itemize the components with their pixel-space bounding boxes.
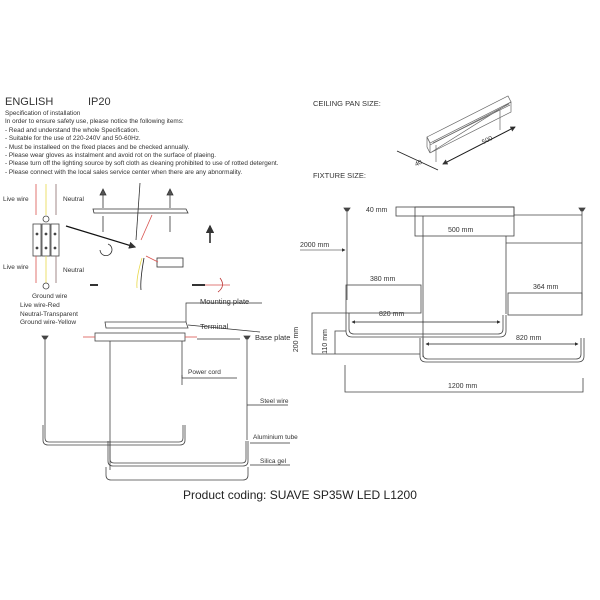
ceiling-pan-dimension-lines xyxy=(396,126,516,171)
aluminium-tube-label: Aluminium tube xyxy=(253,434,298,441)
product-coding: Product coding: SUAVE SP35W LED L1200 xyxy=(183,488,417,502)
dim-drop: 2000 mm xyxy=(300,242,330,249)
ceiling-pan-title: CEILING PAN SIZE: xyxy=(313,99,381,108)
live-wire-bottom-label: Live wire xyxy=(3,264,29,271)
dim-left-offset: 380 mm xyxy=(370,276,396,283)
specification-block: Specification of installation In order t… xyxy=(5,110,278,177)
dim-loop-right: 820 mm xyxy=(516,335,542,342)
power-cord-label: Power cord xyxy=(188,369,221,376)
mounting-plate-label: Mounting plate xyxy=(200,297,250,306)
dim-pan-height: 40 mm xyxy=(366,207,388,214)
spec-item: - Suitable for the use of 220-240V and 5… xyxy=(5,135,141,143)
wire-color-legend: Live wire-Red Neutral-Transparent Ground… xyxy=(20,302,78,328)
fixture-size-title: FIXTURE SIZE: xyxy=(313,171,366,180)
terminal-block xyxy=(32,184,137,290)
dim-total-length: 1200 mm xyxy=(448,383,478,390)
legend-live: Live wire-Red xyxy=(20,302,60,309)
spec-title: Specification of installation xyxy=(5,110,81,117)
spec-item: - Must be installeed on the fixed places… xyxy=(5,143,190,151)
fixture-drawing xyxy=(311,206,586,393)
dim-pan-length: 500 mm xyxy=(448,227,474,234)
fixture-side-view xyxy=(41,321,251,481)
steel-wire-label: Steel wire xyxy=(260,398,289,405)
terminal-label: Terminal xyxy=(200,322,229,331)
neutral-bottom-label: Neutral xyxy=(63,267,84,274)
dim-right-offset: 364 mm xyxy=(533,284,559,291)
base-plate-label: Base plate xyxy=(255,333,291,342)
dim-total-height: 200 mm xyxy=(293,326,301,353)
legend-ground: Ground wire-Yellow xyxy=(20,319,77,326)
ip-rating: IP20 xyxy=(88,96,111,108)
legend-neutral: Neutral-Transparent xyxy=(20,310,78,318)
ceiling-pan-isometric xyxy=(426,95,512,162)
neutral-top-label: Neutral xyxy=(63,196,84,203)
spec-intro: In order to ensure safety use, please no… xyxy=(5,118,184,126)
spec-item: - Please turn off the lighting source by… xyxy=(5,160,279,168)
spec-item: - Read and understand the whole Specific… xyxy=(5,126,140,134)
spec-item: - Please connect with the local sales se… xyxy=(5,168,243,176)
mounting-bracket xyxy=(90,182,230,293)
live-wire-top-label: Live wire xyxy=(3,196,29,203)
silica-gel-label: Silica gel xyxy=(260,458,287,465)
dim-tube-height: 110 mm xyxy=(321,329,329,354)
fixture-dimension-arrows xyxy=(300,248,579,346)
ground-wire-label: Ground wire xyxy=(32,293,68,300)
language-label: ENGLISH xyxy=(5,96,54,108)
dim-loop-left: 820 mm xyxy=(379,311,405,318)
part-leader-lines xyxy=(181,302,290,466)
spec-item: - Please wear gloves as instalment and a… xyxy=(5,152,217,160)
